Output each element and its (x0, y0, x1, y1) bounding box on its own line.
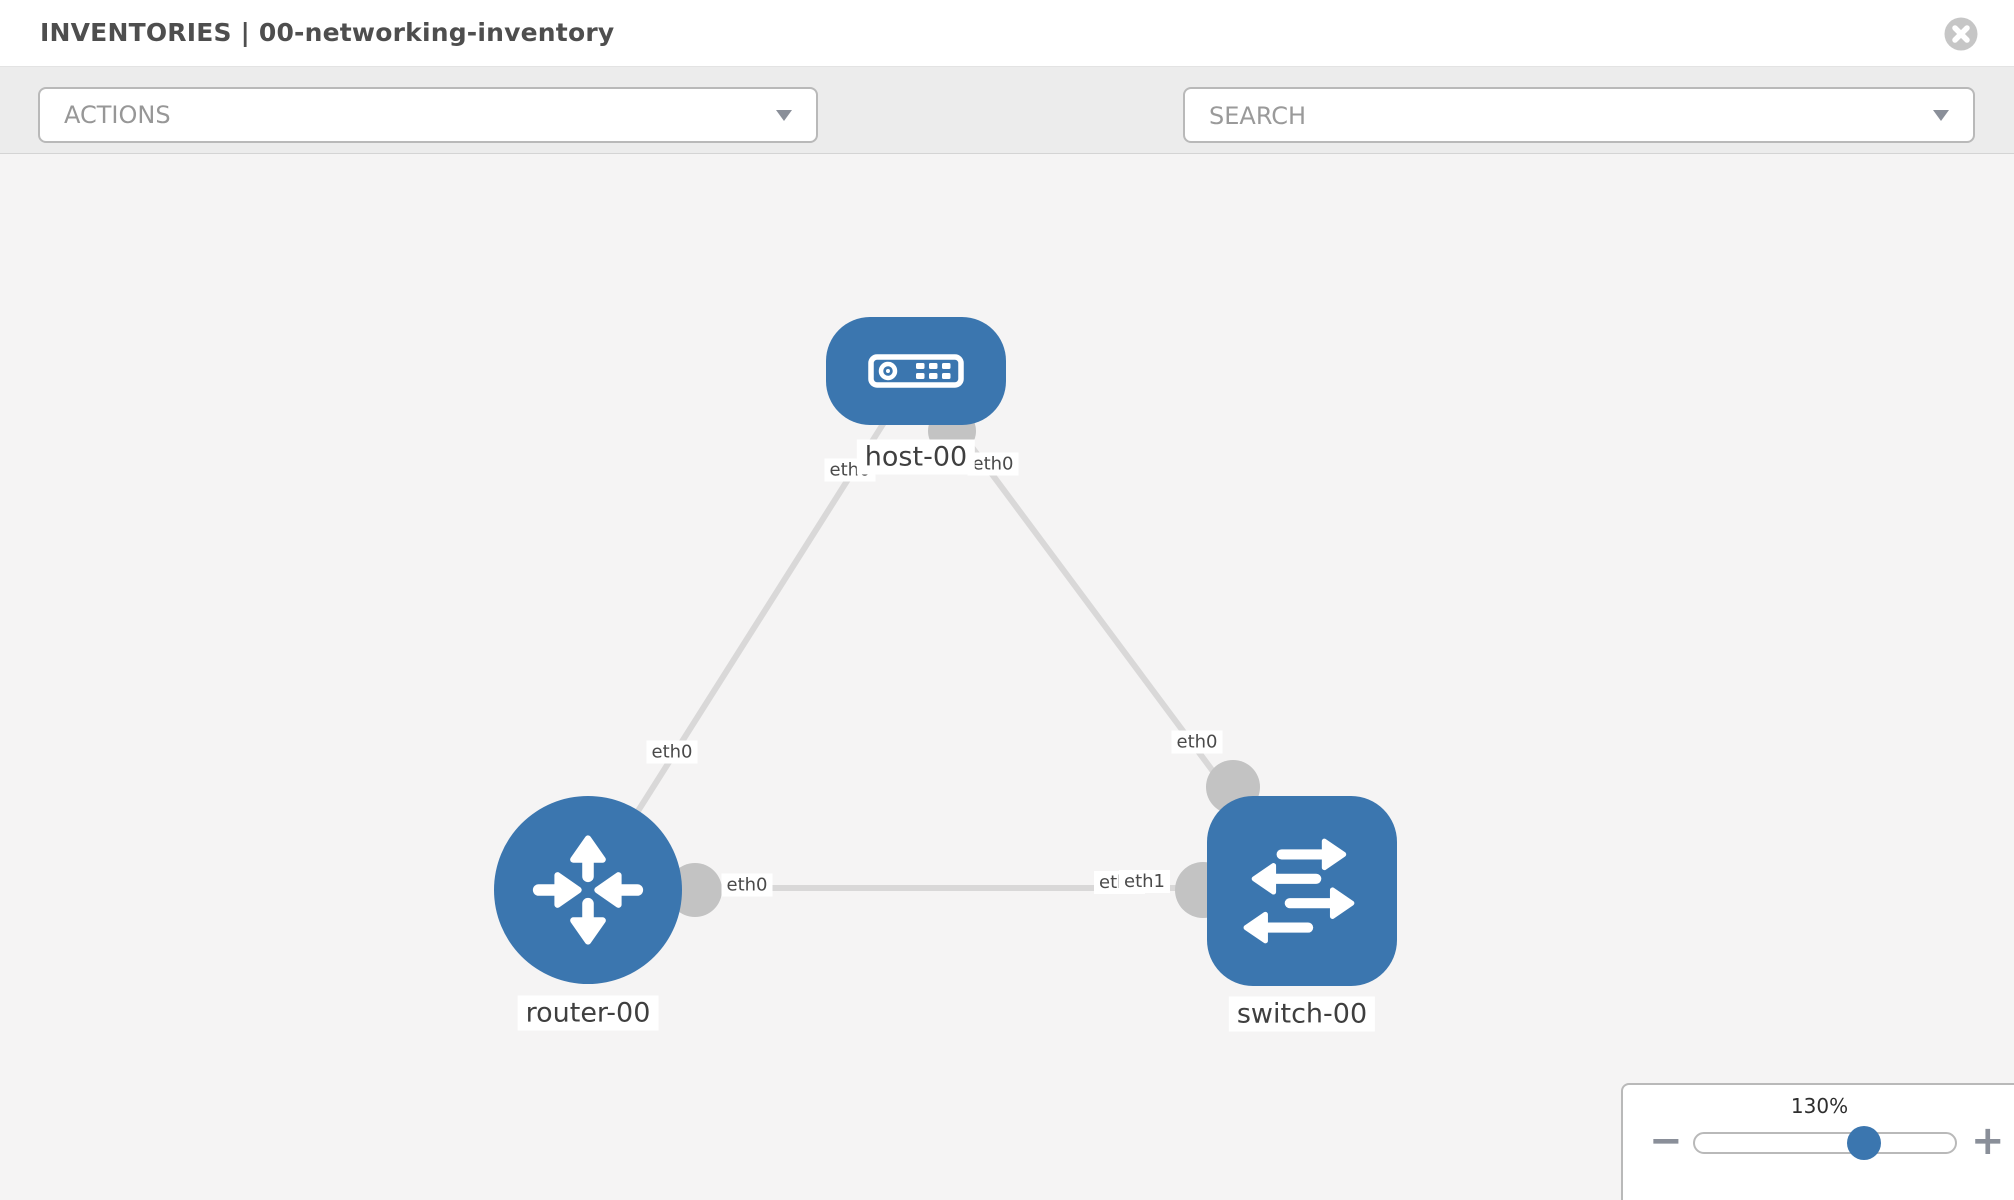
host-device-icon (868, 354, 964, 388)
header-bar: INVENTORIES | 00-networking-inventory (0, 0, 2014, 67)
zoom-out-button[interactable]: − (1649, 1118, 1683, 1164)
toolbar: ACTIONS (0, 67, 2014, 196)
zoom-in-button[interactable]: + (1971, 1118, 2005, 1164)
interface-label: eth0 (646, 740, 698, 764)
node-label-router: router-00 (517, 995, 659, 1031)
node-label-switch: switch-00 (1228, 996, 1376, 1032)
interface-label: eth0 (1171, 730, 1223, 754)
interface-label: eth1 (1119, 870, 1170, 893)
topology-links-layer (585, 370, 1305, 918)
close-icon (1944, 17, 1978, 51)
node-switch-00[interactable] (1207, 796, 1397, 986)
zoom-slider[interactable] (1693, 1126, 1957, 1160)
interface-label: eth0 (721, 873, 773, 897)
interface-bubble-router (668, 863, 722, 917)
chevron-down-icon (776, 110, 792, 121)
actions-dropdown-label: ACTIONS (64, 101, 171, 129)
node-host-00[interactable] (826, 317, 1006, 425)
switch-arrows-icon (1243, 838, 1355, 944)
search-input[interactable] (1187, 91, 1911, 141)
topology-canvas[interactable]: host-00 router-00 switch-00 eth0 eth0 et… (0, 154, 2014, 1200)
actions-dropdown[interactable]: ACTIONS (38, 87, 818, 143)
zoom-slider-knob[interactable] (1847, 1126, 1881, 1160)
page-title: INVENTORIES | 00-networking-inventory (40, 18, 615, 47)
zoom-level-value: 130% (1790, 1094, 1849, 1118)
search-box[interactable] (1183, 87, 1975, 143)
chevron-down-icon (1933, 110, 1949, 121)
router-arrows-icon (532, 835, 644, 945)
node-router-00[interactable] (494, 796, 682, 984)
interface-label: eth0 (967, 452, 1019, 476)
zoom-control-panel: 130% − + (1621, 1083, 2014, 1200)
node-label-host: host-00 (856, 439, 976, 475)
close-button[interactable] (1944, 17, 1978, 51)
